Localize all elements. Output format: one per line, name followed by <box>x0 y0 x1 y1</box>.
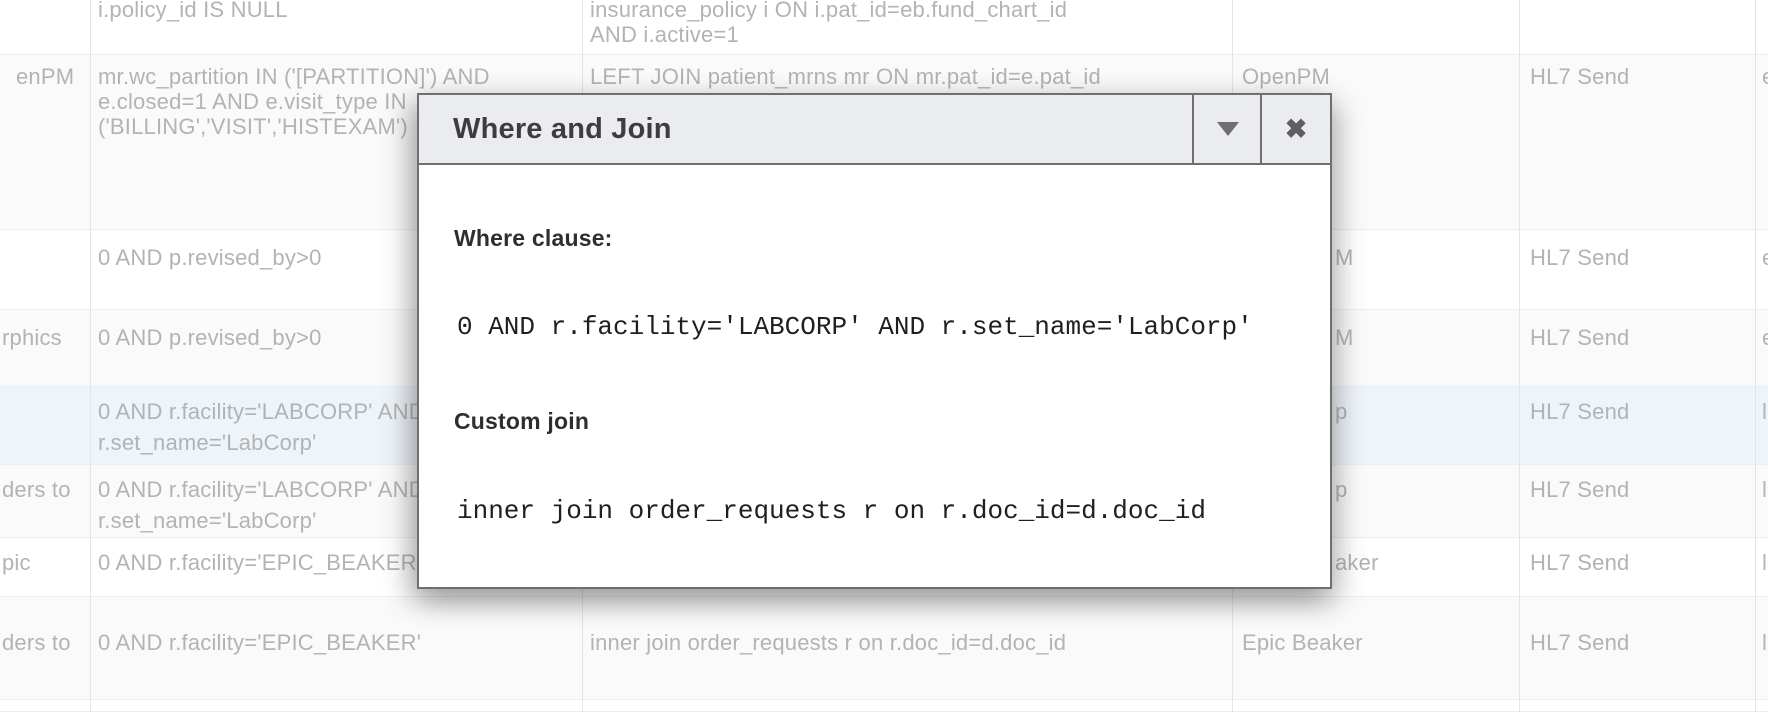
cell-join: LEFT JOIN patient_mrns mr ON mr.pat_id=e… <box>590 64 1101 89</box>
cell-edge: e <box>1762 64 1768 89</box>
where-clause-label: Where clause: <box>454 225 613 251</box>
cell-system: M <box>1335 325 1354 350</box>
cell-where: i.policy_id IS NULL <box>98 0 288 22</box>
custom-join-label: Custom join <box>454 408 590 434</box>
cell-system: OpenPM <box>1242 64 1331 89</box>
close-icon: ✖ <box>1284 113 1308 144</box>
cell-doc: rphics <box>2 325 62 350</box>
cell-edge: l <box>1762 630 1768 655</box>
where-clause-value: 0 AND r.facility='LABCORP' AND r.set_nam… <box>457 312 1253 342</box>
custom-join-value: inner join order_requests r on r.doc_id=… <box>457 496 1206 526</box>
dialog-body: Where clause: 0 AND r.facility='LABCORP'… <box>419 165 1330 587</box>
cell-where: 0 AND p.revised_by>0 <box>98 245 322 270</box>
column-divider <box>90 0 91 712</box>
table-row[interactable]: i.policy_id IS NULL insurance_policy i ON… <box>0 0 1768 55</box>
cell-where: mr.wc_partition IN ('[PARTITION]') AND e… <box>98 64 490 139</box>
cell-action: HL7 Send <box>1530 477 1630 502</box>
cell-join: inner join order_requests r on r.doc_id=… <box>590 630 1067 655</box>
column-divider <box>1755 0 1756 712</box>
cell-doc: pic <box>2 550 31 575</box>
collapse-button[interactable] <box>1192 95 1262 163</box>
close-button[interactable]: ✖ <box>1260 95 1330 163</box>
cell-where: 0 AND r.facility='LABCORP' AND r.set_nam… <box>98 477 425 533</box>
cell-action: HL7 Send <box>1530 325 1630 350</box>
cell-edge: l <box>1762 550 1768 575</box>
cell-system: p <box>1335 477 1348 502</box>
column-divider <box>1519 0 1520 712</box>
cell-action: HL7 Send <box>1530 64 1630 89</box>
cell-system: aker <box>1335 550 1379 575</box>
cell-doc: enPM <box>16 64 75 89</box>
cell-action: HL7 Send <box>1530 550 1630 575</box>
cell-where: 0 AND p.revised_by>0 <box>98 325 322 350</box>
dialog-titlebar[interactable]: Where and Join ✖ <box>419 95 1330 165</box>
triangle-down-icon <box>1217 122 1239 136</box>
dialog-title: Where and Join <box>453 113 672 145</box>
cell-edge: e <box>1762 242 1768 273</box>
cell-action: HL7 Send <box>1530 245 1630 270</box>
cell-edge: e <box>1762 322 1768 353</box>
cell-join: insurance_policy i ON i.pat_id=eb.fund_c… <box>590 0 1068 47</box>
cell-system: p <box>1335 399 1348 424</box>
cell-system: M <box>1335 245 1354 270</box>
cell-action: HL7 Send <box>1530 399 1630 424</box>
cell-system: Epic Beaker <box>1242 630 1363 655</box>
cell-where: 0 AND r.facility='LABCORP' AND r.set_nam… <box>98 399 425 455</box>
table-row[interactable]: ders to 0 AND r.facility='EPIC_BEAKER' inn… <box>0 597 1768 700</box>
cell-action: HL7 Send <box>1530 630 1630 655</box>
cell-where: 0 AND r.facility='EPIC_BEAKER' <box>98 550 422 575</box>
table-row[interactable] <box>0 700 1768 712</box>
where-and-join-dialog: Where and Join ✖ Where clause: 0 AND r.f… <box>417 93 1332 589</box>
cell-doc: ders to <box>2 630 71 655</box>
cell-edge: l <box>1762 399 1768 424</box>
cell-edge: l <box>1762 477 1768 502</box>
cell-doc: ders to <box>2 477 71 502</box>
cell-where: 0 AND r.facility='EPIC_BEAKER' <box>98 630 422 655</box>
